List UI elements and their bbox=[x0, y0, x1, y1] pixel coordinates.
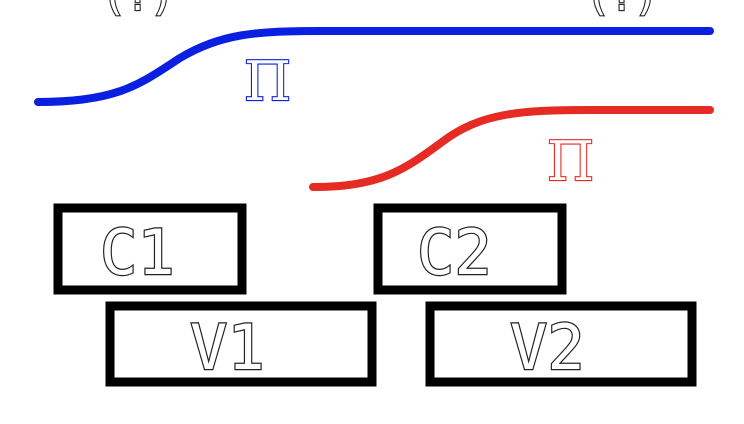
c2-label: C2 bbox=[417, 216, 492, 289]
blue-curve bbox=[34, 27, 714, 106]
v1-box bbox=[105, 301, 377, 387]
red-curve bbox=[309, 106, 714, 191]
v2-box bbox=[425, 301, 697, 387]
top-right-label: (?) bbox=[586, 0, 658, 20]
v2-label: V2 bbox=[510, 311, 585, 384]
c1-label: C1 bbox=[100, 216, 175, 289]
c1-box bbox=[53, 203, 247, 295]
top-left-label: (?) bbox=[102, 0, 174, 20]
red-pi-label: Π bbox=[547, 130, 594, 193]
c2-box bbox=[373, 203, 567, 295]
blue-pi-label: Π bbox=[244, 50, 291, 113]
v1-label: V1 bbox=[190, 311, 265, 384]
